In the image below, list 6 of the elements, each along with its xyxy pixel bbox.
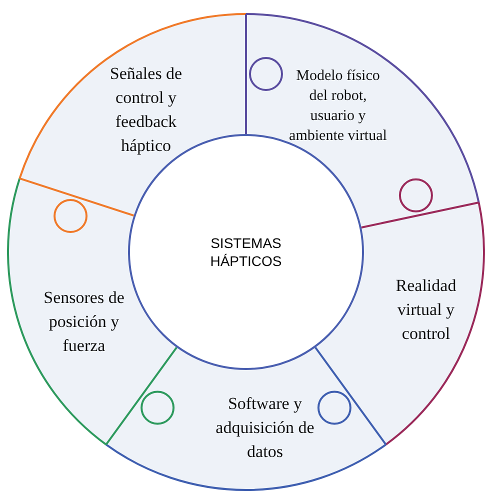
center-label: SISTEMAS HÁPTICOS <box>209 234 283 270</box>
segment-label: Realidad virtual y control <box>394 275 458 345</box>
segment-label: Sensores de posición y fuerza <box>42 287 126 357</box>
segment-label: Modelo físico del robot, usuario y ambiente virtual <box>288 67 388 146</box>
segment-label: Software y adquisición de datos <box>215 393 315 463</box>
segment-label: Señales de control y feedback háptico <box>108 63 184 157</box>
